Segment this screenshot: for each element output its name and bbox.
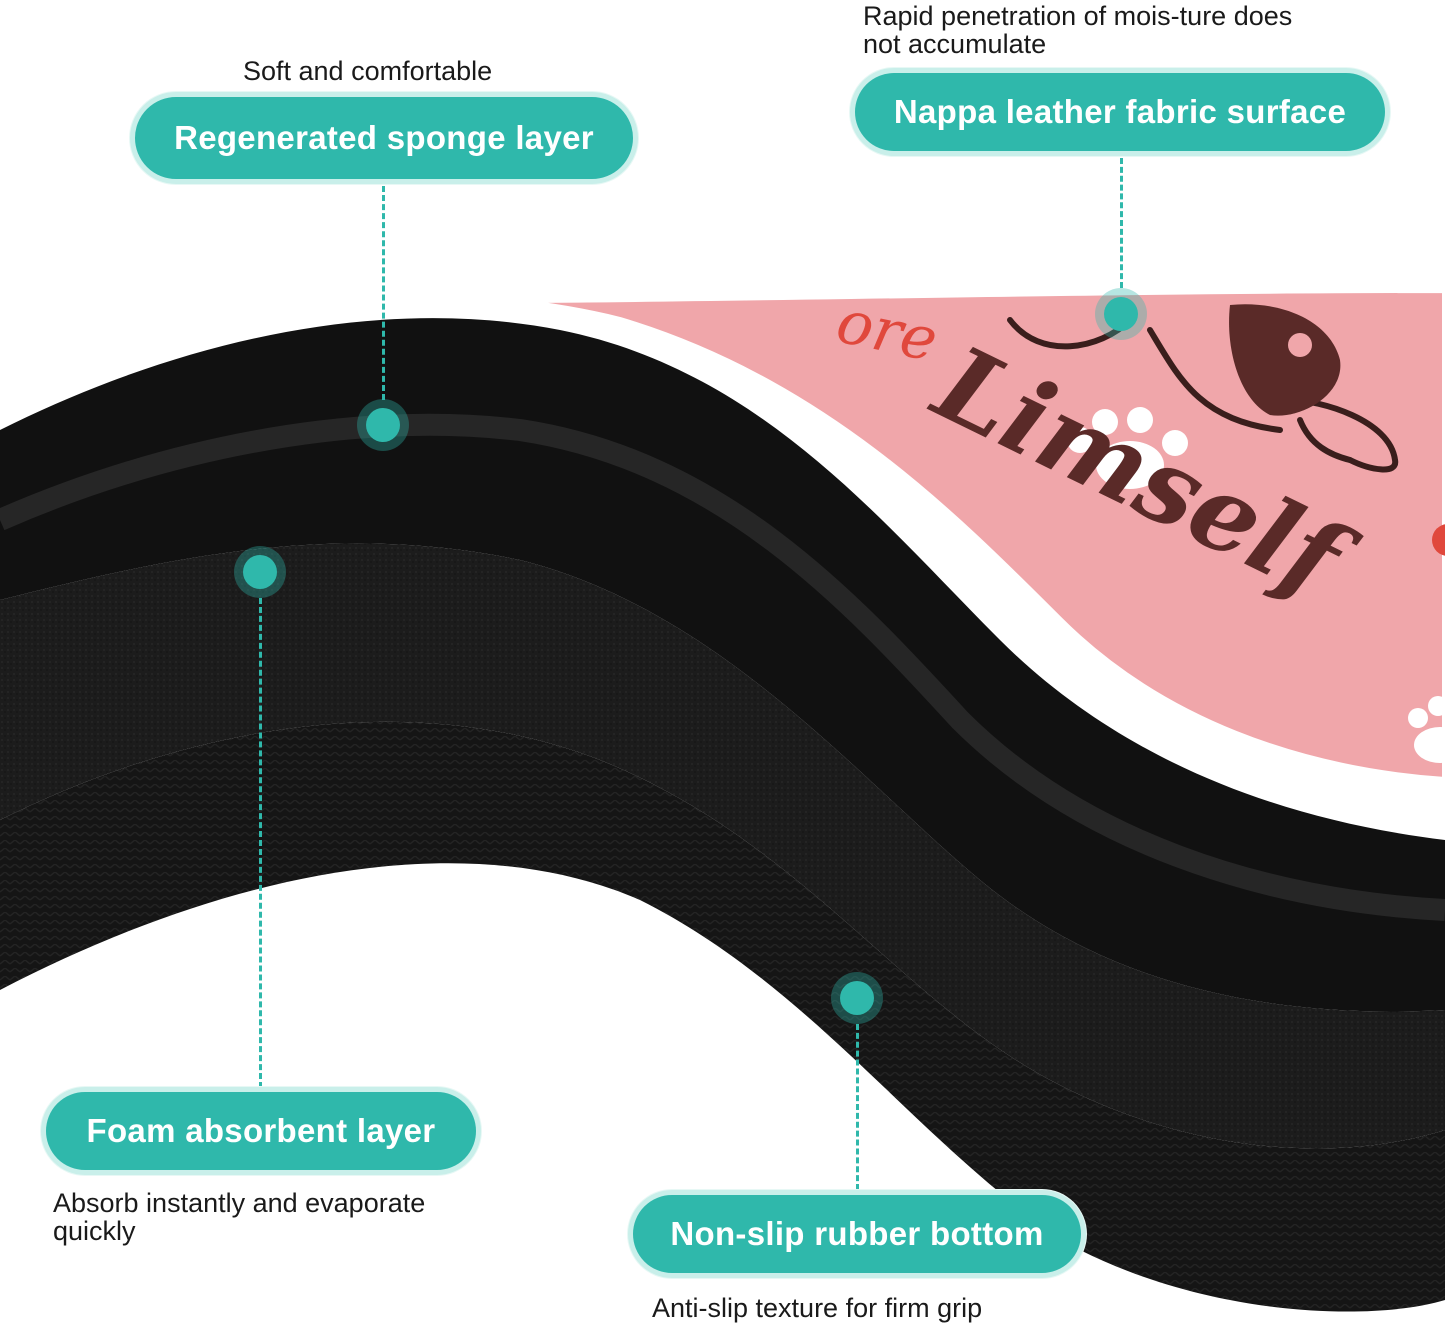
foam-caption-line2: quickly <box>53 1216 136 1246</box>
nappa-surface <box>499 286 1445 784</box>
paw-print-icon-2 <box>1408 696 1445 763</box>
foam-pointer-line <box>259 598 262 1088</box>
rubber-layer-edge <box>0 863 1445 1327</box>
rubber-caption: Anti-slip texture for firm grip <box>652 1293 983 1323</box>
dog-eye <box>1288 333 1312 357</box>
foam-layer <box>0 543 1445 1149</box>
foam-caption-line1: Absorb instantly and evaporate <box>53 1188 426 1218</box>
dog-head-patch <box>1229 304 1341 416</box>
sponge-layer-inner <box>0 413 1445 921</box>
nappa-caption: Rapid penetration of mois-ture does not … <box>863 2 1292 58</box>
rubber-pointer-dot <box>831 972 883 1024</box>
rubber-bottom-label: Non-slip rubber bottom <box>628 1190 1086 1278</box>
sponge-layer <box>0 318 1445 1012</box>
nappa-surface-label: Nappa leather fabric surface <box>850 68 1390 156</box>
foam-pointer-dot <box>234 546 286 598</box>
nappa-caption-line2: not accumulate <box>863 29 1047 59</box>
dog-print <box>1007 317 1399 473</box>
foam-caption: Absorb instantly and evaporate quickly <box>53 1189 425 1245</box>
rubber-pointer-line <box>856 1024 859 1190</box>
sponge-layer-label: Regenerated sponge layer <box>130 92 638 184</box>
nappa-pointer-line <box>1120 158 1123 288</box>
nappa-pointer-dot <box>1095 288 1147 340</box>
heart-print <box>1432 524 1445 556</box>
paw-print-icon <box>1067 407 1188 489</box>
sponge-pointer-dot <box>357 399 409 451</box>
nappa-caption-line1: Rapid penetration of mois-ture does <box>863 1 1293 31</box>
foam-layer-label: Foam absorbent layer <box>41 1087 481 1175</box>
sponge-caption: Soft and comfortable <box>243 56 493 86</box>
sponge-pointer-line <box>382 186 385 400</box>
